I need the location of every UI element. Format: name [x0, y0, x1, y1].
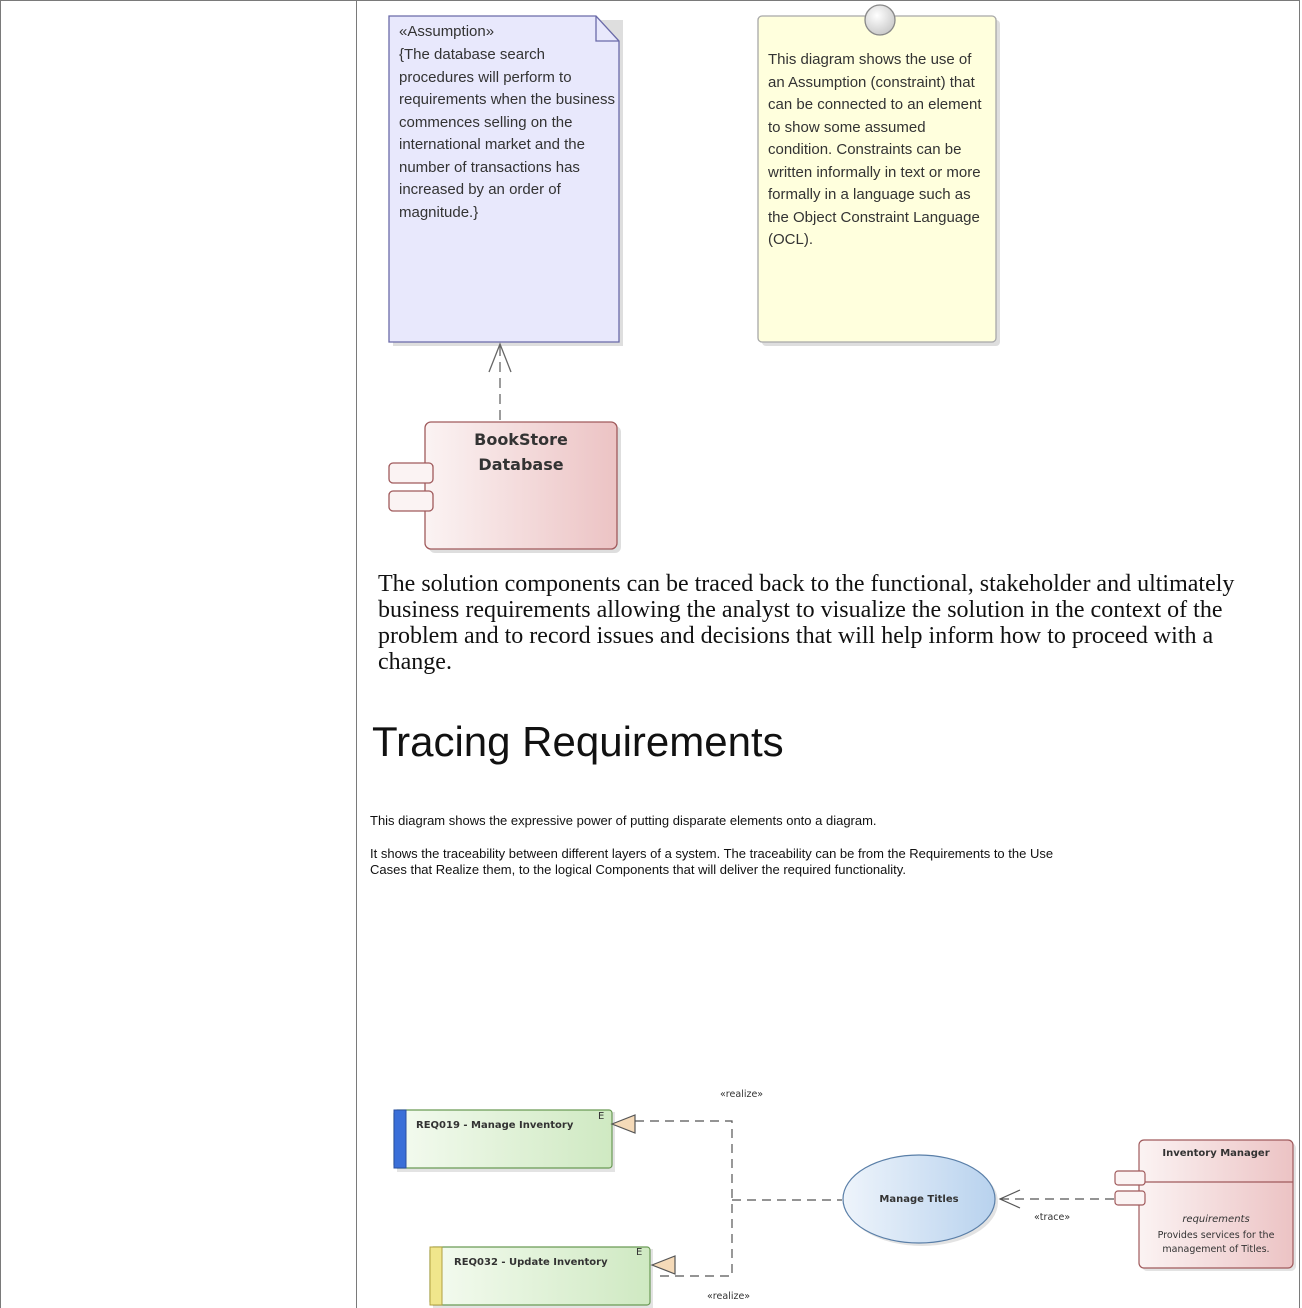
- realize-label-2: «realize»: [707, 1291, 751, 1302]
- assumption-diagram: [388, 4, 1000, 553]
- comment-text: This diagram shows the use of an Assumpt…: [768, 51, 982, 248]
- trace-connector: [998, 1189, 1115, 1209]
- assumption-note[interactable]: [388, 15, 623, 346]
- trace-diagram: [393, 1109, 1296, 1308]
- realize-arrowhead-2: [650, 1255, 676, 1275]
- inventory-manager-title: Inventory Manager: [1162, 1148, 1270, 1159]
- pin-icon: [864, 4, 896, 36]
- req032-label: REQ032 - Update Inventory: [454, 1257, 608, 1268]
- intro-paragraph-1: This diagram shows the expressive power …: [370, 813, 877, 828]
- bookstore-label-line2: Database: [478, 455, 564, 474]
- body-paragraph: The solution components can be traced ba…: [378, 571, 1235, 675]
- requirement-req019[interactable]: [393, 1109, 615, 1172]
- bookstore-component[interactable]: [388, 421, 621, 553]
- component-inventory-manager[interactable]: [1114, 1139, 1296, 1271]
- realize-arrowhead-1: [610, 1114, 636, 1134]
- realize-label-1: «realize»: [720, 1089, 764, 1100]
- assumption-stereotype: «Assumption»: [399, 23, 495, 40]
- inventory-manager-desc: Provides services for the management of …: [1157, 1230, 1275, 1255]
- req032-marker: E: [636, 1247, 643, 1258]
- trace-label: «trace»: [1034, 1212, 1071, 1223]
- bookstore-label-line1: BookStore: [474, 430, 568, 449]
- realize-connectors: [635, 1120, 842, 1277]
- usecase-label: Manage Titles: [879, 1194, 959, 1205]
- req019-marker: E: [598, 1111, 605, 1122]
- section-heading: Tracing Requirements: [372, 718, 784, 765]
- inventory-manager-section: requirements: [1182, 1214, 1250, 1225]
- requirement-req032[interactable]: [429, 1246, 653, 1308]
- comment-note[interactable]: [757, 4, 1000, 346]
- intro-paragraph-2: It shows the traceability between differ…: [370, 846, 1054, 877]
- assumption-text: {The database search procedures will per…: [399, 46, 615, 221]
- dependency-arrow: [488, 342, 512, 420]
- column-divider: [356, 0, 357, 1308]
- req019-label: REQ019 - Manage Inventory: [416, 1120, 574, 1131]
- usecase-manage-titles[interactable]: [842, 1154, 998, 1246]
